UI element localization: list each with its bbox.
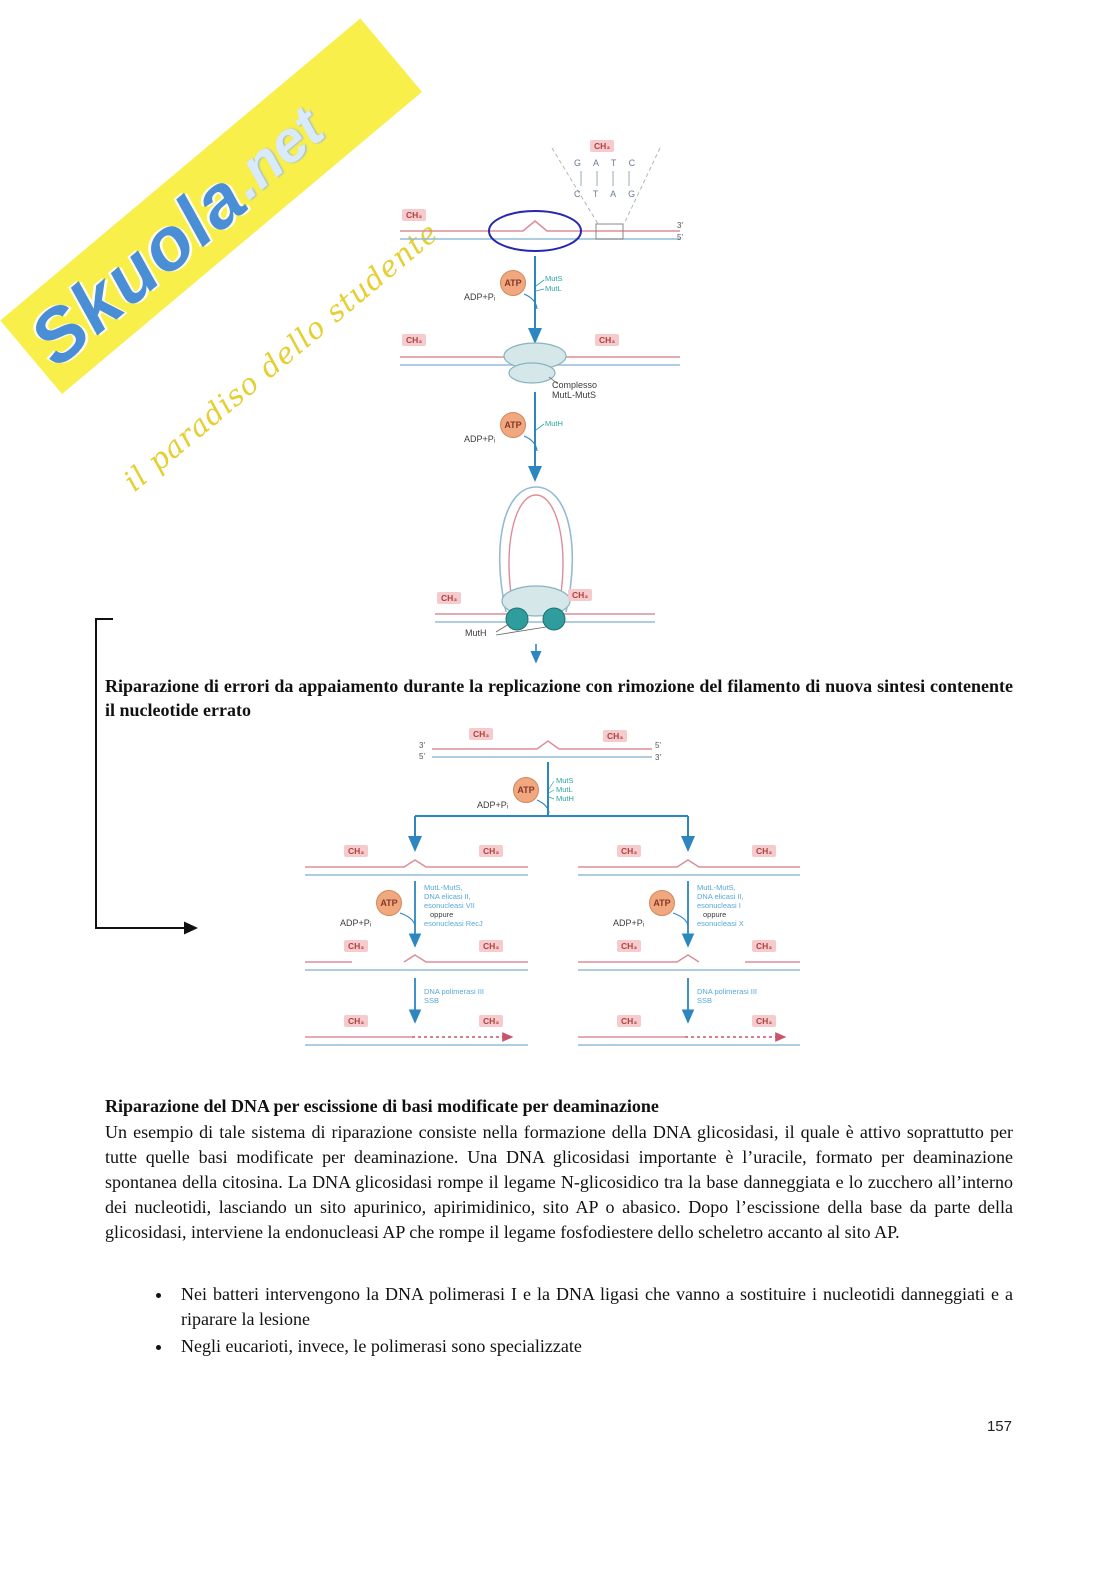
section-heading-base-excision: Riparazione del DNA per escissione di ba…	[105, 1096, 659, 1116]
adp-label: ADP+Pᵢ	[464, 292, 496, 302]
enzyme-label: oppure	[703, 910, 727, 919]
atp-molecule: ATP	[513, 777, 539, 803]
adp-label: ADP+Pᵢ	[340, 918, 372, 928]
enzyme-label: esonucleasi RecJ	[424, 919, 483, 928]
strand-end-label: 5'	[419, 752, 425, 761]
ssb-label: SSB	[697, 996, 713, 1005]
enzyme-label: esonucleasi VII	[424, 901, 475, 910]
diagram2-graphics	[305, 740, 800, 1046]
enzyme-label: MutL-MutS,	[424, 883, 463, 892]
ch3-methyl-label: CH₃	[344, 845, 369, 858]
sequence-gatc: G A T C	[574, 158, 641, 168]
ch3-methyl-label: CH₃	[479, 1015, 504, 1028]
muth-label: MutH	[545, 419, 563, 428]
strand-end-label: 5'	[655, 741, 661, 750]
page-number: 157	[986, 1418, 1012, 1435]
ch3-methyl-label: CH₃	[344, 1015, 369, 1028]
strand-end-label: 3'	[655, 753, 661, 762]
ch3-methyl-label: CH₃	[402, 334, 427, 347]
ch3-methyl-label: CH₃	[617, 940, 642, 953]
muts-label: MutS	[545, 274, 563, 283]
atp-molecule: ATP	[376, 890, 402, 916]
atp-molecule: ATP	[500, 412, 526, 438]
ch3-methyl-label: CH₃	[752, 845, 777, 858]
atp-molecule: ATP	[500, 270, 526, 296]
adp-label: ADP+Pᵢ	[464, 434, 496, 444]
bullet-item: Negli eucarioti, invece, le polimerasi s…	[173, 1334, 1013, 1359]
ch3-methyl-label: CH₃	[595, 334, 620, 347]
mutl-label: MutL	[556, 785, 573, 794]
enzyme-label: oppure	[430, 910, 454, 919]
atp-molecule: ATP	[649, 890, 675, 916]
enzyme-label: DNA elicasi II,	[424, 892, 471, 901]
bracket-connector	[95, 618, 198, 935]
ssb-label: SSB	[424, 996, 440, 1005]
ch3-methyl-label: CH₃	[344, 940, 369, 953]
polymerase-label: DNA polimerasi III	[424, 987, 485, 996]
enzyme-label: esonucleasi X	[697, 919, 744, 928]
ch3-methyl-label: CH₃	[590, 140, 615, 153]
ch3-methyl-label: CH₃	[752, 1015, 777, 1028]
ch3-methyl-label: CH₃	[469, 728, 494, 741]
adp-label: ADP+Pᵢ	[613, 918, 645, 928]
enzyme-label: esonucleasi I	[697, 901, 741, 910]
strand-end-label: 3'	[677, 221, 683, 230]
mutl-label: MutL	[545, 284, 562, 293]
enzyme-label: DNA elicasi II,	[697, 892, 744, 901]
ch3-methyl-label: CH₃	[617, 1015, 642, 1028]
bullet-item: Nei batteri intervengono la DNA polimera…	[173, 1282, 1013, 1332]
enzyme-label: MutL-MutS,	[697, 883, 736, 892]
ch3-methyl-label: CH₃	[603, 730, 628, 743]
bullet-list: Nei batteri intervengono la DNA polimera…	[105, 1282, 1013, 1361]
strand-end-label: 5'	[677, 233, 683, 242]
muth-label: MutH	[556, 794, 574, 803]
ch3-methyl-label: CH₃	[479, 940, 504, 953]
ch3-methyl-label: CH₃	[402, 209, 427, 222]
strand-end-label: 3'	[419, 741, 425, 750]
ch3-methyl-label: CH₃	[568, 589, 593, 602]
section-heading-mismatch-repair: Riparazione di errori da appaiamento dur…	[105, 676, 1013, 720]
diagram1-graphics	[400, 147, 680, 664]
complex-label-line2: MutL-MutS	[552, 390, 597, 400]
ch3-methyl-label: CH₃	[617, 845, 642, 858]
body-paragraph: Un esempio di tale sistema di riparazion…	[105, 1122, 1013, 1242]
muts-label: MutS	[556, 776, 574, 785]
complex-label-line1: Complesso	[552, 380, 598, 390]
ch3-methyl-label: CH₃	[479, 845, 504, 858]
ch3-methyl-label: CH₃	[752, 940, 777, 953]
ch3-methyl-label: CH₃	[437, 592, 462, 605]
sequence-ctag: C T A G	[574, 189, 641, 199]
muth-label: MutH	[465, 628, 487, 638]
adp-label: ADP+Pᵢ	[477, 800, 509, 810]
polymerase-label: DNA polimerasi III	[697, 987, 758, 996]
